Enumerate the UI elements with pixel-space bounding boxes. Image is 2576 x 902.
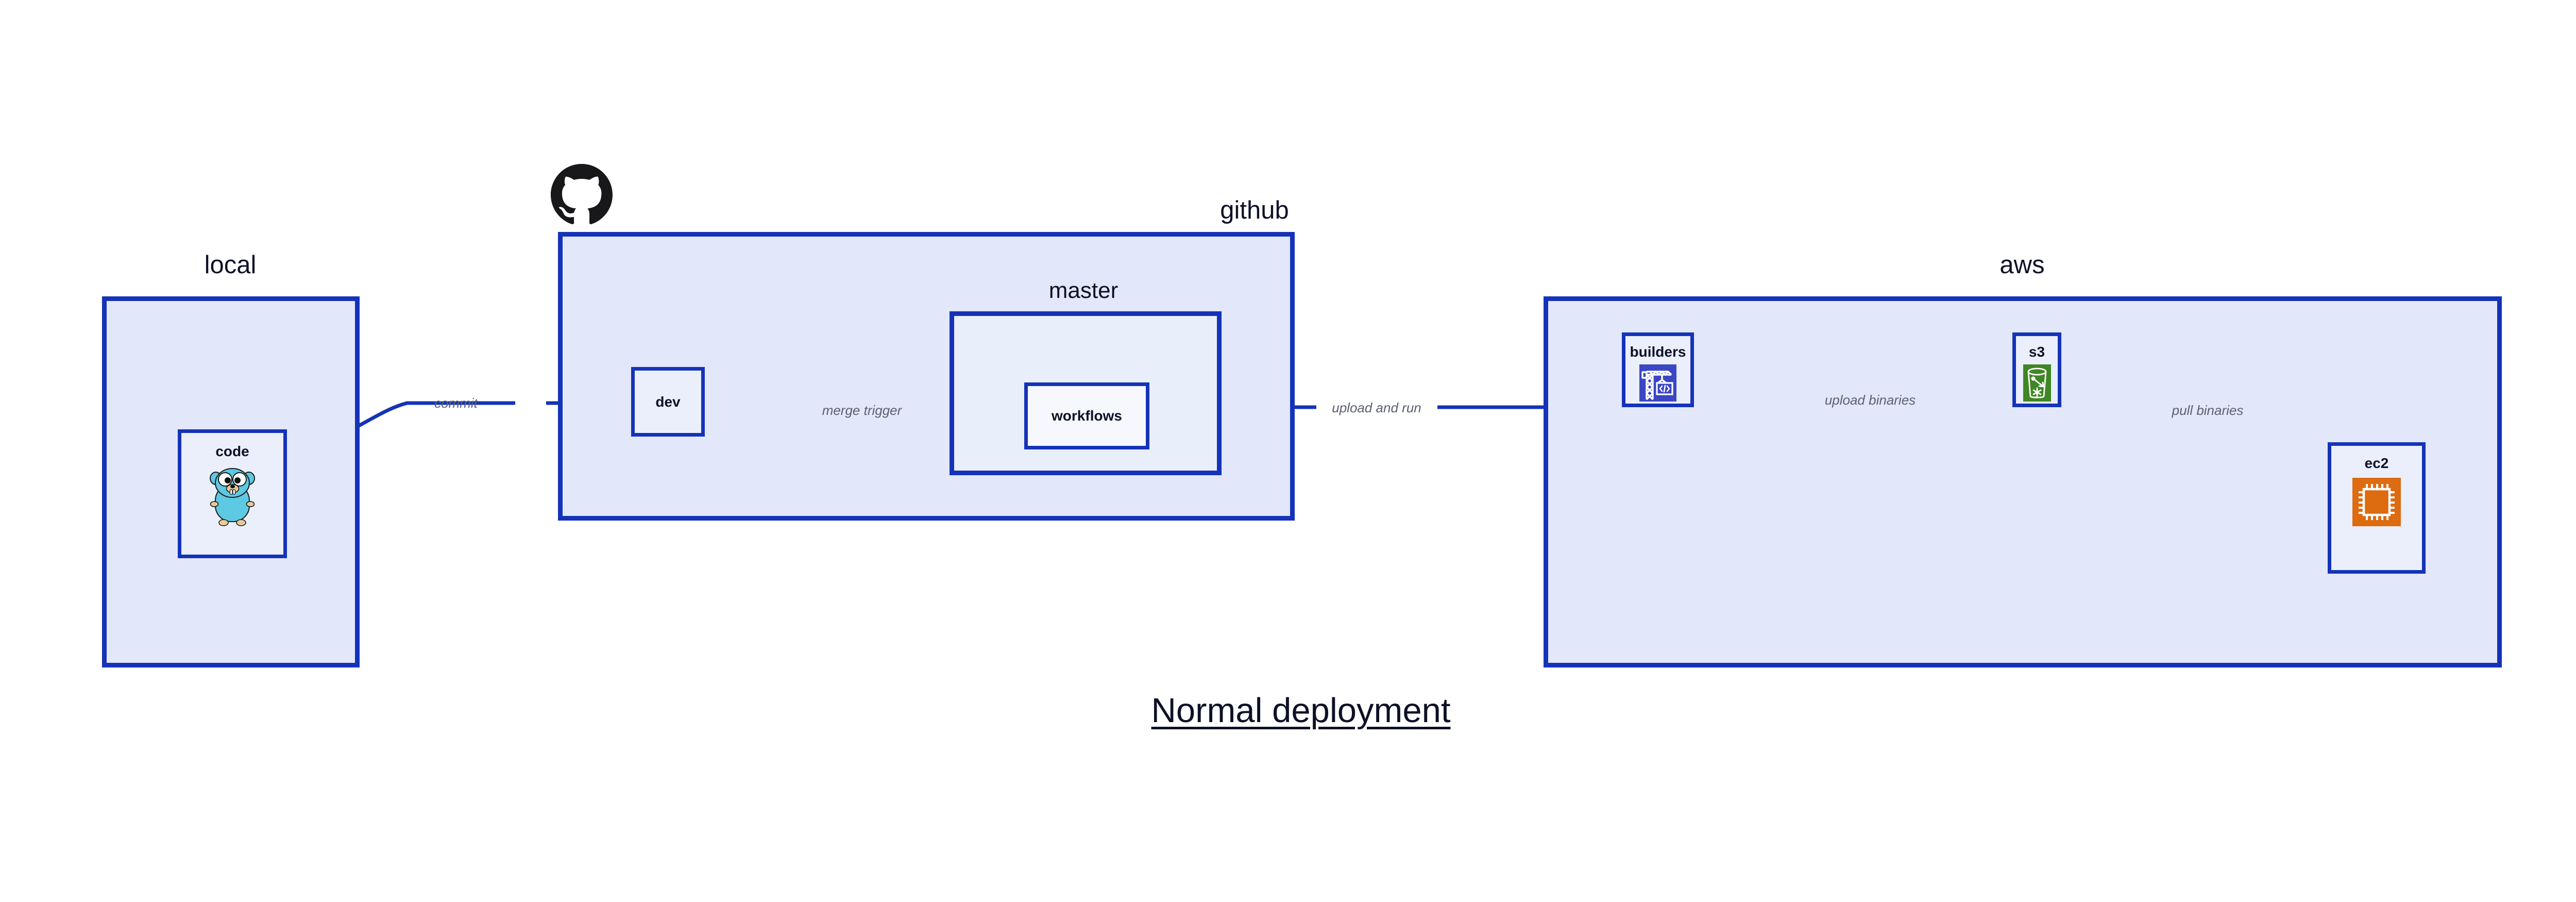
edge-label-commit: commit	[434, 395, 478, 411]
github-octocat-logo	[550, 164, 613, 226]
edge-label-pull-binaries: pull binaries	[2172, 403, 2244, 418]
node-dev-label: dev	[655, 393, 681, 410]
crane-code-icon	[1639, 364, 1676, 402]
node-builders-label: builders	[1630, 344, 1686, 360]
diagram-title: Normal deployment	[1151, 691, 1451, 730]
node-ec2[interactable]: ec2	[2328, 442, 2426, 574]
node-builders[interactable]: builders	[1622, 332, 1694, 407]
group-label-master: master	[1048, 278, 1118, 303]
edge-label-upload-and-run: upload and run	[1332, 400, 1421, 415]
node-code[interactable]: code	[178, 429, 287, 558]
node-s3-label: s3	[2028, 344, 2045, 360]
group-label-github: github	[1220, 196, 1289, 224]
cpu-chip-icon	[2352, 478, 2401, 526]
edge-label-merge-trigger: merge trigger	[822, 403, 902, 418]
group-label-local: local	[204, 251, 257, 279]
group-label-aws: aws	[1999, 251, 2045, 279]
go-gopher-icon	[209, 466, 256, 527]
node-workflows-label: workflows	[1052, 408, 1122, 424]
node-workflows[interactable]: workflows	[1024, 382, 1149, 449]
edge-label-upload-binaries: upload binaries	[1824, 392, 1916, 408]
s3-bucket-icon	[2023, 364, 2051, 402]
node-code-label: code	[215, 443, 249, 459]
node-dev[interactable]: dev	[631, 367, 705, 437]
node-ec2-label: ec2	[2364, 455, 2389, 471]
node-s3[interactable]: s3	[2012, 332, 2061, 407]
